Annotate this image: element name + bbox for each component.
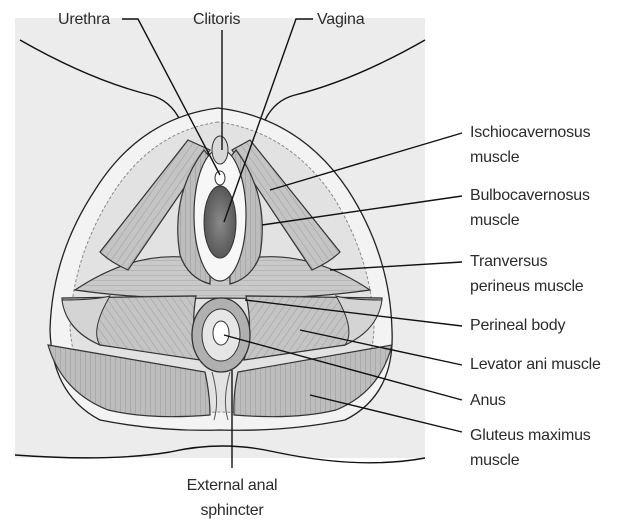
vaginal-opening [204, 186, 236, 258]
label-clitoris: Clitoris [193, 8, 240, 31]
label-external-anal-line1: External anal [172, 474, 292, 497]
label-tranversus-line1: Tranversus [470, 250, 547, 273]
anus [213, 321, 229, 345]
label-anus: Anus [470, 389, 506, 412]
label-levator-ani: Levator ani muscle [470, 353, 601, 376]
label-gluteus-line1: Gluteus maximus [470, 424, 591, 447]
label-tranversus-line2: perineus muscle [470, 275, 584, 298]
clitoris [212, 136, 228, 164]
label-bulbocavernosus-line1: Bulbocavernosus [470, 184, 590, 207]
label-external-anal-line2: sphincter [172, 499, 292, 522]
label-perineal-body: Perineal body [470, 314, 565, 337]
label-gluteus-line2: muscle [470, 449, 519, 472]
label-urethra: Urethra [58, 8, 110, 31]
label-bulbocavernosus-line2: muscle [470, 209, 519, 232]
label-ischiocavernosus-line2: muscle [470, 146, 519, 169]
urethral-opening [215, 171, 225, 185]
label-ischiocavernosus-line1: Ischiocavernosus [470, 121, 590, 144]
label-vagina: Vagina [317, 8, 364, 31]
